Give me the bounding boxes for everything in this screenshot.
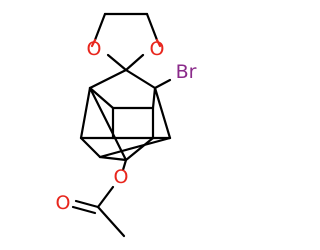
bond-c5-c7 bbox=[79, 136, 102, 159]
bond-ch2-right bbox=[145, 12, 159, 42]
bond-c2-c6 bbox=[153, 86, 172, 140]
bond-carbonyl-ch3 bbox=[96, 205, 126, 238]
oxygen-left-label: O bbox=[87, 38, 102, 60]
bond-spiro-c2 bbox=[124, 68, 157, 90]
molecule-diagram: O O Br O O bbox=[56, 12, 197, 238]
bromine-label: Br bbox=[176, 61, 197, 83]
bond-c1-c5 bbox=[79, 86, 92, 140]
bond-carbonyl-double-b bbox=[71, 205, 97, 215]
bond-c8-oester bbox=[121, 158, 128, 172]
bond-c8-sq bbox=[124, 136, 155, 162]
oxygen-carbonyl-label: O bbox=[56, 192, 71, 214]
bond-spiro-o-right bbox=[124, 53, 145, 72]
bond-c1-c3 bbox=[88, 86, 115, 110]
bond-oester-carbonyl-c bbox=[96, 185, 115, 209]
bond-spiro-o-left bbox=[106, 53, 128, 72]
bond-c7-c6 bbox=[98, 136, 172, 159]
bond-layer bbox=[71, 12, 172, 238]
bond-ch2-left bbox=[93, 12, 107, 42]
bond-c2-br bbox=[153, 78, 172, 90]
bond-spiro-c1 bbox=[88, 68, 128, 90]
oxygen-right-label: O bbox=[150, 38, 165, 60]
bond-c7-c8 bbox=[98, 155, 128, 162]
bond-c2-c4 bbox=[151, 86, 157, 110]
bond-o-right-half bbox=[155, 38, 162, 48]
bond-c1-c8 bbox=[88, 86, 128, 162]
bond-carbonyl-double-a bbox=[74, 199, 100, 209]
oxygen-ester-label: O bbox=[114, 166, 129, 188]
atom-label-layer: O O Br O O bbox=[56, 38, 197, 214]
bond-o-left-half bbox=[90, 38, 97, 48]
